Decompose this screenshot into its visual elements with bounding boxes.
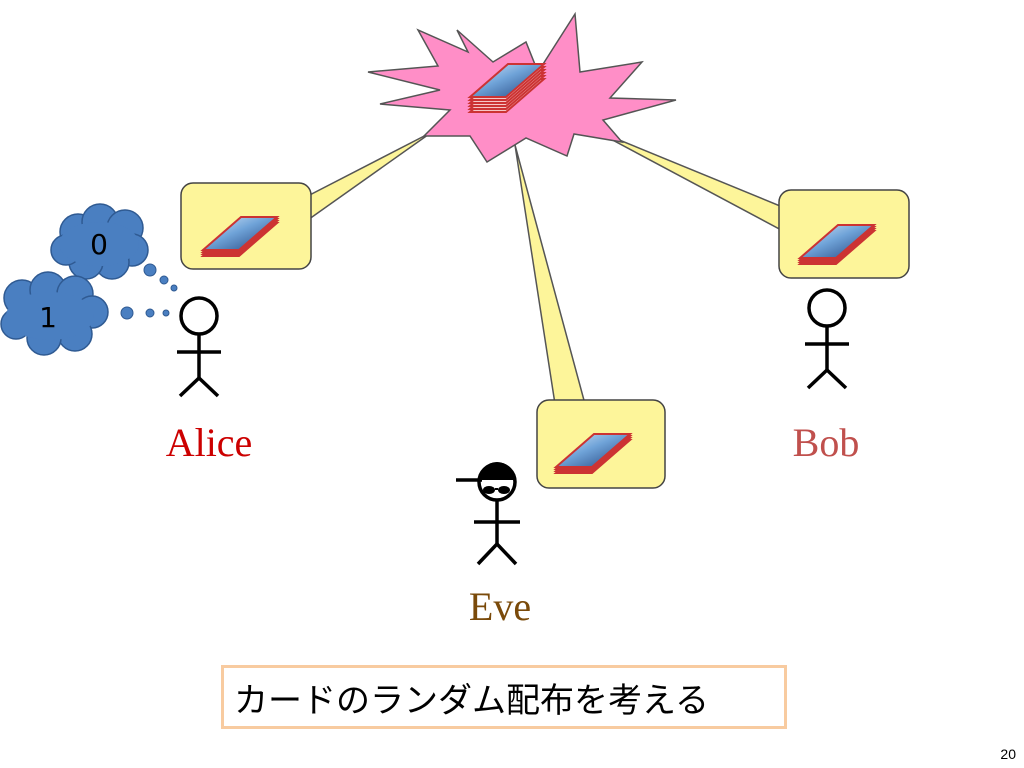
bob-figure: [805, 288, 849, 390]
alice-callout-pointer: [299, 131, 433, 224]
thought-cloud-zero: 0: [50, 203, 149, 280]
thought-cloud-one-label: 1: [39, 301, 57, 334]
alice-figure: [177, 296, 221, 398]
eve-label: Eve: [469, 584, 531, 629]
thought-cloud-one: 1: [0, 271, 109, 356]
eve-figure: [456, 462, 520, 566]
slide-number: 20: [1000, 746, 1016, 762]
eve-callout-pointer: [514, 144, 586, 405]
alice-label: Alice: [166, 420, 253, 465]
thought-bubble-dots: [120, 263, 178, 320]
central-card-deck: [467, 63, 547, 113]
bob-label: Bob: [793, 420, 860, 465]
caption-box: カードのランダム配布を考える: [221, 665, 787, 729]
thought-cloud-zero-label: 0: [90, 228, 108, 261]
bob-callout-pointer: [589, 127, 786, 234]
eve-cap-icon: [479, 462, 515, 480]
caption-text: カードのランダム配布を考える: [234, 680, 709, 721]
eve-sunglasses-icon: [483, 486, 510, 494]
